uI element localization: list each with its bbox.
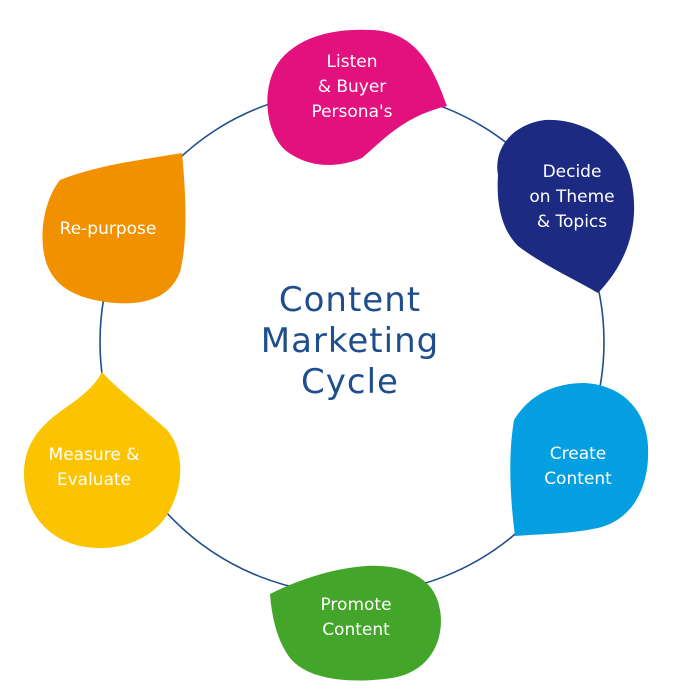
step-shape-repurpose	[42, 153, 186, 304]
step-shape-create	[510, 383, 649, 536]
title-line: Marketing	[260, 321, 440, 361]
step-shape-decide	[497, 119, 635, 293]
title-line: Cycle	[301, 362, 399, 402]
step-shape-promote	[270, 565, 441, 681]
step-shape-listen	[267, 29, 447, 165]
step-shape-measure	[24, 372, 181, 548]
diagram-title: Content Marketing Cycle	[200, 280, 500, 403]
title-line: Content	[278, 280, 422, 320]
